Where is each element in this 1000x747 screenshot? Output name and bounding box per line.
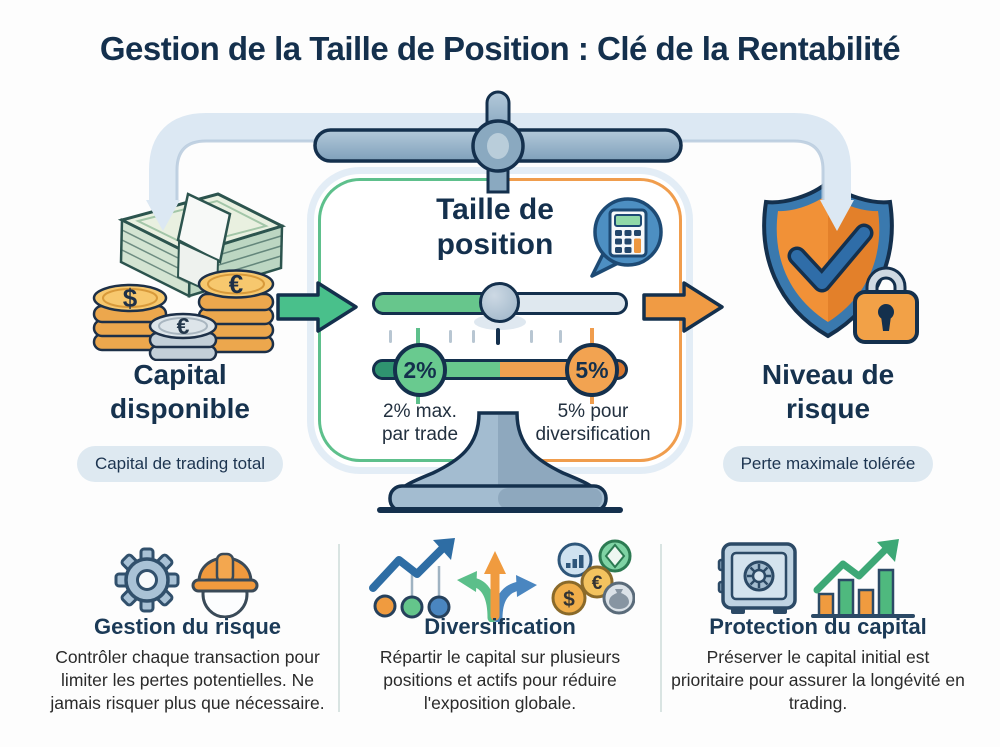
divider: [660, 544, 662, 712]
center-heading-line2: position: [436, 228, 554, 262]
section-heading-protection: Protection du capital: [709, 614, 927, 639]
shield-check-icon: [762, 179, 919, 344]
risk-heading: Niveau de risque: [761, 359, 895, 424]
tick: [530, 330, 533, 343]
money-stack-icon: € $ €: [92, 192, 287, 361]
tick: [449, 330, 452, 343]
right-arrow-green-icon: [276, 281, 358, 333]
svg-text:€: €: [229, 269, 243, 299]
tick: [472, 330, 475, 343]
coin-stack-euro-icon: €: [197, 269, 275, 354]
capital-badge-wrap: Capital de trading total: [55, 446, 305, 482]
coin-stack-euro-silver-icon: €: [148, 312, 218, 361]
section-heading-risk: Gestion du risque: [93, 614, 282, 639]
position-size-slider-handle[interactable]: [479, 282, 520, 323]
growth-chart-icon: [811, 539, 915, 618]
high-marker-label: 5% pour diversification: [535, 401, 651, 446]
asset-coins-icon: € $: [551, 539, 635, 616]
safe-icon: [717, 542, 797, 614]
risk-badge: Perte maximale tolérée: [722, 446, 934, 482]
risk-management-icons: [114, 547, 259, 618]
low-marker-2pct[interactable]: 2%: [393, 343, 447, 397]
tick: [389, 330, 392, 343]
padlock-icon: [853, 266, 919, 344]
tick: [559, 330, 562, 343]
section-heading-diversification: Diversification: [424, 614, 576, 639]
svg-text:$: $: [123, 283, 138, 313]
coin-stack-dollar-icon: $: [92, 283, 168, 352]
risk-badge-wrap: Perte maximale tolérée: [703, 446, 953, 482]
center-heading-line1: Taille de: [436, 193, 554, 226]
svg-text:$: $: [563, 588, 575, 611]
calculator-bubble-icon: [590, 197, 663, 278]
hard-hat-icon: [191, 552, 259, 618]
capital-protection-icons: [717, 539, 915, 618]
trend-up-arrow-icon: [369, 538, 455, 619]
svg-text:€: €: [592, 573, 603, 594]
capital-heading: Capital disponible: [110, 359, 250, 424]
section-body-diversification: Répartir le capital sur plusieurs positi…: [379, 647, 621, 713]
right-arrow-orange-icon: [642, 281, 724, 333]
page-title: Gestion de la Taille de Position : Clé d…: [99, 30, 901, 67]
capital-badge: Capital de trading total: [76, 446, 284, 482]
high-marker-5pct[interactable]: 5%: [565, 343, 619, 397]
section-body-risk: Contrôler chaque transaction pour limite…: [50, 647, 325, 713]
branch-arrows-icon: [457, 551, 537, 622]
gear-icon: [114, 547, 180, 613]
low-marker-label: 2% max. par trade: [381, 401, 459, 446]
section-body-protection: Préserver le capital initial est priorit…: [671, 647, 965, 713]
center-heading: Taille de position: [380, 192, 610, 262]
divider: [338, 544, 340, 712]
tick-center: [496, 328, 500, 345]
diversification-icons: € $: [369, 538, 635, 622]
svg-text:€: €: [177, 313, 190, 339]
